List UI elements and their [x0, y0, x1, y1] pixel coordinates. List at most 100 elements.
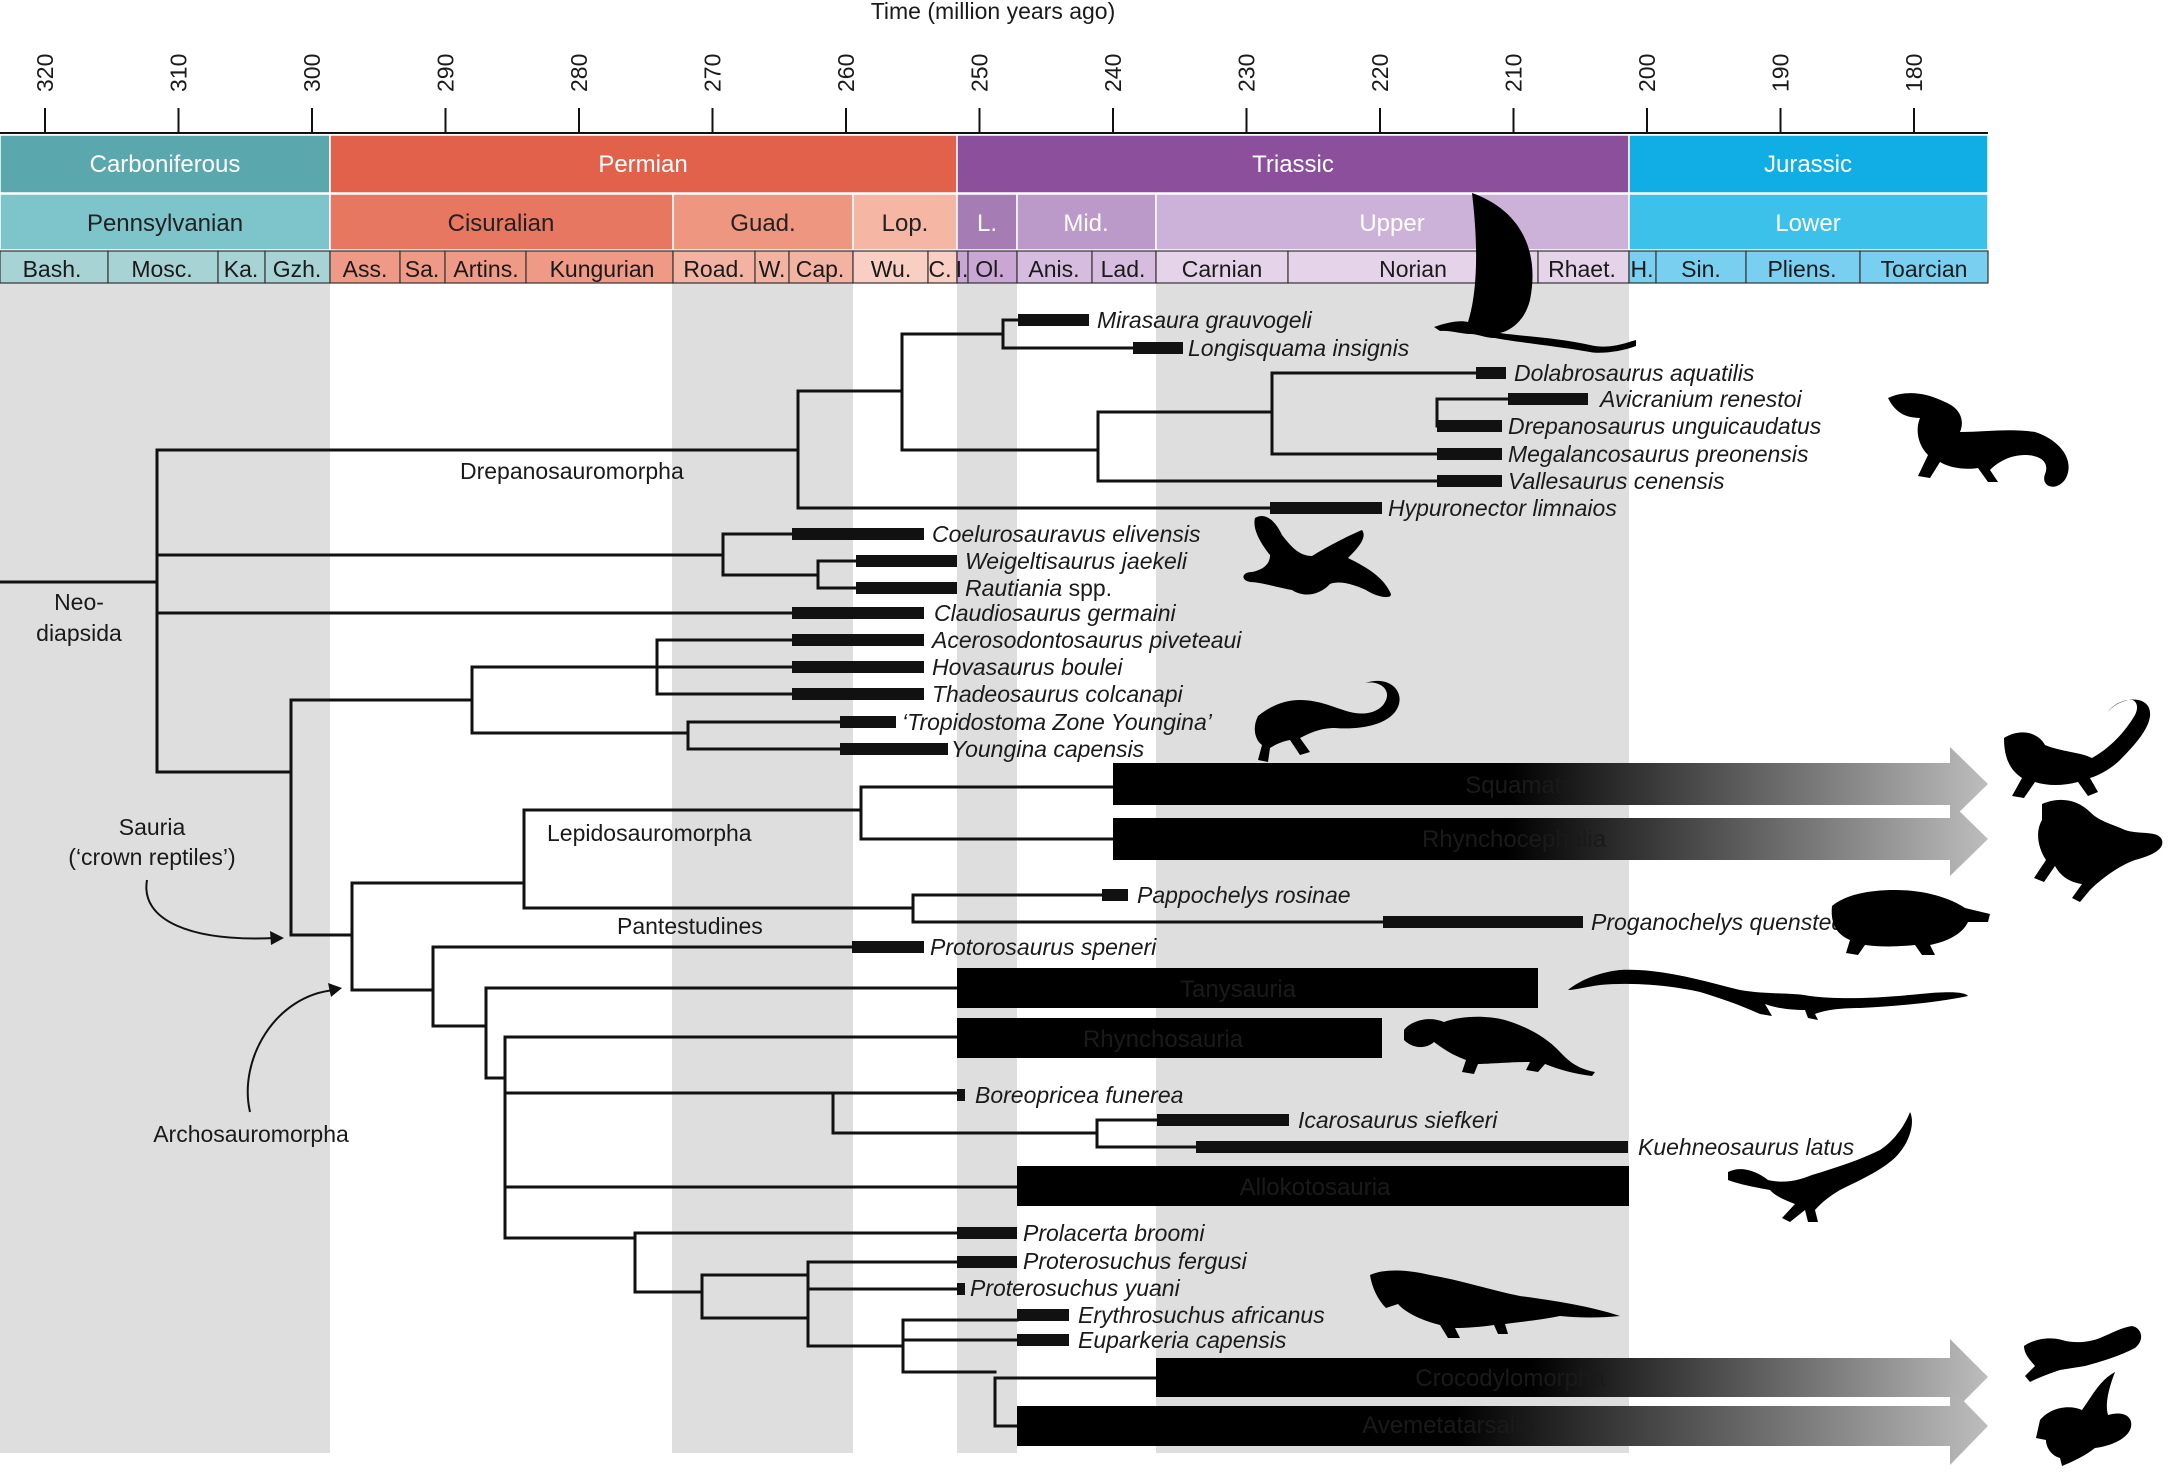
tanysauria-bar	[957, 968, 1538, 1008]
stage-cell	[0, 250, 109, 284]
tick-label: 180	[1901, 54, 1927, 92]
taxon-label: Boreopricea funerea	[975, 1082, 1183, 1108]
drepanosaur-silhouette	[1888, 393, 2069, 487]
tick-label: 230	[1234, 54, 1260, 92]
stage-cell	[788, 250, 854, 284]
stage-label: Road.	[683, 256, 744, 282]
rhynchocephalia-label: Rhynchocephalia	[1422, 826, 1607, 853]
stage-cell	[1155, 250, 1289, 284]
tick-label: 190	[1768, 54, 1794, 92]
epoch-middle-triassic: Mid.	[1063, 210, 1108, 237]
taxon-label: Longisquama insignis	[1188, 335, 1410, 361]
taxon-label: Megalancosaurus preonensis	[1508, 441, 1809, 467]
squamata-label: Squamata	[1465, 772, 1575, 799]
epoch-guadalupian: Guad.	[730, 210, 795, 237]
taxon-label: Dolabrosaurus aquatilis	[1514, 360, 1755, 386]
stage-shading	[0, 283, 1629, 1453]
epoch-pennsylvanian: Pennsylvanian	[87, 210, 243, 237]
tick-label: 220	[1367, 54, 1393, 92]
rhynchosauria-label: Rhynchosauria	[1083, 1026, 1244, 1053]
neodiapsida-label-2: diapsida	[36, 620, 122, 646]
tick-label: 280	[566, 54, 592, 92]
taxon-suffix: spp.	[1062, 575, 1112, 601]
drepanosauromorpha-label: Drepanosauromorpha	[460, 458, 684, 484]
turtle-silhouette	[1831, 890, 1990, 955]
taxon-label: Icarosaurus siefkeri	[1298, 1107, 1498, 1133]
period-triassic: Triassic	[1252, 151, 1334, 178]
stage-label: Norian	[1379, 256, 1447, 282]
squamate-silhouette	[2004, 699, 2151, 798]
stage-cell	[1016, 250, 1093, 284]
stage-label: Sin.	[1681, 256, 1721, 282]
crocodile-silhouette	[2024, 1326, 2142, 1382]
taxon-label: Youngina capensis	[951, 736, 1145, 762]
stage-label: Artins.	[453, 256, 518, 282]
stage-cell	[1537, 250, 1630, 284]
kuehneosaur-silhouette	[1728, 1112, 1912, 1222]
taxon-label: Hypuronector limnaios	[1388, 495, 1617, 521]
taxon-label: Erythrosuchus africanus	[1078, 1302, 1325, 1328]
stage-cell	[1859, 250, 1989, 284]
tick-label: 200	[1634, 54, 1660, 92]
timescale: Carboniferous Permian Triassic Jurassic …	[0, 134, 1989, 284]
stage-label: I.	[956, 256, 969, 282]
stage-row: Bash.Mosc.Ka.Gzh.Ass.Sa.Artins.Kungurian…	[0, 250, 1989, 284]
stage-label: Mosc.	[131, 256, 192, 282]
stage-label: Ass.	[343, 256, 388, 282]
stage-label: W.	[759, 256, 786, 282]
crocodylomorpha-bar	[1156, 1339, 1988, 1415]
tick-label: 250	[967, 54, 993, 92]
taxon-label: Acerosodontosaurus piveteaui	[930, 627, 1242, 653]
rhynchocephalia-bar	[1113, 802, 1988, 876]
archosauromorpha-label: Archosauromorpha	[153, 1121, 349, 1147]
stage-cell	[1745, 250, 1861, 284]
label-arrows	[145, 879, 336, 1113]
stage-label: Carnian	[1182, 256, 1263, 282]
taxon-label: Claudiosaurus germaini	[934, 600, 1177, 626]
tuatara-silhouette	[2034, 799, 2163, 902]
squamata-bar	[1113, 747, 1988, 821]
taxon-label: Proterosuchus yuani	[970, 1275, 1181, 1301]
allokotosauria-label: Allokotosauria	[1240, 1174, 1391, 1201]
period-permian: Permian	[598, 151, 687, 178]
tick-label: 260	[833, 54, 859, 92]
tick-label: 290	[433, 54, 459, 92]
taxon-name: Rautiania	[965, 575, 1062, 601]
lizard-silhouette	[1254, 680, 1400, 762]
tick-label: 320	[32, 54, 58, 92]
rhynchosauria-bar	[957, 1018, 1382, 1058]
erythrosuchid-silhouette	[1370, 1270, 1620, 1338]
taxon-label: Coelurosauravus elivensis	[932, 521, 1201, 547]
stage-label: Pliens.	[1767, 256, 1836, 282]
stage-cell	[754, 250, 790, 284]
period-jurassic: Jurassic	[1764, 151, 1852, 178]
stage-label: Kungurian	[550, 256, 655, 282]
stage-cell	[107, 250, 219, 284]
neodiapsida-label-1: Neo-	[54, 589, 104, 615]
clade-labels: Drepanosauromorpha Neo- diapsida Sauria …	[36, 458, 763, 1147]
taxon-label: Proganochelys quenstedti	[1591, 909, 1857, 935]
stage-label: Gzh.	[273, 256, 322, 282]
tick-label: 270	[700, 54, 726, 92]
stage-label: C.	[929, 256, 952, 282]
epoch-cisuralian: Cisuralian	[448, 210, 555, 237]
weigeltisaur-silhouette	[1243, 515, 1391, 598]
stage-cell	[399, 250, 446, 284]
taxon-label: Drepanosaurus unguicaudatus	[1508, 413, 1822, 439]
stage-cell	[525, 250, 674, 284]
tick-label: 300	[299, 54, 325, 92]
taxon-label: ‘Tropidostoma Zone Youngina’	[902, 709, 1213, 735]
avemetatarsalia-bar	[1017, 1387, 1988, 1465]
taxon-label: Hovasaurus boulei	[932, 654, 1123, 680]
stage-label: Cap.	[796, 256, 845, 282]
pantestudines-label: Pantestudines	[617, 913, 763, 939]
epoch-lower-jurassic: Lower	[1775, 210, 1840, 237]
avemetatarsalia-label: Avemetatarsalia	[1362, 1412, 1534, 1439]
bird-silhouette	[2036, 1372, 2132, 1466]
stage-label: Ol.	[975, 256, 1004, 282]
stage-cell	[852, 250, 929, 284]
arrowheads	[270, 931, 342, 997]
lepidosauromorpha-label: Lepidosauromorpha	[547, 820, 752, 846]
